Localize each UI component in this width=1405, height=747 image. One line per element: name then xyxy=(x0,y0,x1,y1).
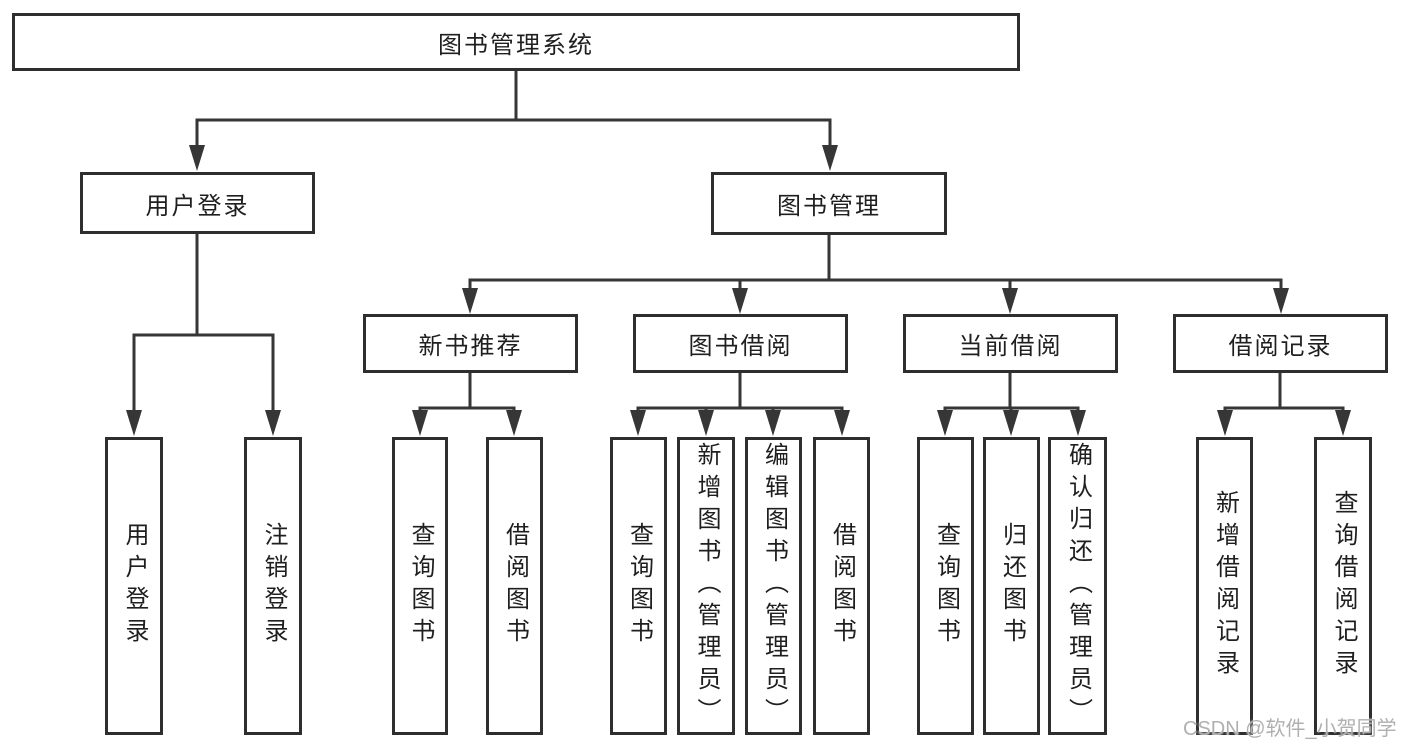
node-book-management-label: 图书管理 xyxy=(777,193,881,220)
leaf-br-query-borrow-record: 查询借阅记录 xyxy=(1314,437,1372,735)
leaf-cb-return-books: 归还图书 xyxy=(983,437,1040,735)
leaf-br-add-borrow-record-label: 新增借阅记录 xyxy=(1211,490,1239,682)
node-user-login-label: 用户登录 xyxy=(145,192,250,220)
leaf-cb-return-books-label: 归还图书 xyxy=(998,522,1026,650)
node-current-borrowing-label: 当前借阅 xyxy=(958,333,1063,360)
leaf-nb-borrow-books-label: 借阅图书 xyxy=(501,522,529,650)
node-borrowing-records: 借阅记录 xyxy=(1173,314,1388,373)
leaf-bb-query-books-label: 查询图书 xyxy=(625,522,653,650)
node-book-borrowing: 图书借阅 xyxy=(633,314,848,373)
leaf-cb-query-books-label: 查询图书 xyxy=(932,522,960,650)
leaf-nb-borrow-books: 借阅图书 xyxy=(486,437,543,735)
node-new-book-recommendation-label: 新书推荐 xyxy=(418,333,523,360)
node-book-management: 图书管理 xyxy=(711,172,947,235)
leaf-logout: 注销登录 xyxy=(244,437,302,735)
leaf-bb-query-books: 查询图书 xyxy=(610,437,667,735)
node-current-borrowing: 当前借阅 xyxy=(903,314,1118,373)
leaf-br-query-borrow-record-label: 查询借阅记录 xyxy=(1330,490,1357,682)
node-book-borrowing-label: 图书借阅 xyxy=(688,333,793,360)
leaf-user-login-label: 用户登录 xyxy=(121,522,148,650)
leaf-nb-query-books-label: 查询图书 xyxy=(407,522,434,650)
node-root-label: 图书管理系统 xyxy=(438,31,594,59)
node-root: 图书管理系统 xyxy=(12,13,1020,71)
leaf-bb-borrow-books-label: 借阅图书 xyxy=(828,522,856,650)
leaf-nb-query-books: 查询图书 xyxy=(392,437,448,735)
leaf-bb-add-book-admin: 新增图书（管理员） xyxy=(677,437,735,735)
leaf-logout-label: 注销登录 xyxy=(260,522,287,650)
leaf-cb-confirm-return-admin: 确认归还（管理员） xyxy=(1048,437,1107,735)
node-new-book-recommendation: 新书推荐 xyxy=(363,314,578,373)
leaf-user-login: 用户登录 xyxy=(105,437,163,735)
leaf-bb-add-book-admin-label: 新增图书（管理员） xyxy=(693,442,720,730)
leaf-cb-query-books: 查询图书 xyxy=(917,437,974,735)
node-user-login: 用户登录 xyxy=(80,172,315,234)
leaf-bb-edit-book-admin: 编辑图书（管理员） xyxy=(745,437,802,735)
leaf-bb-borrow-books: 借阅图书 xyxy=(813,437,870,735)
csdn-watermark: CSDN @软件_小贺同学 xyxy=(1183,718,1397,740)
leaf-bb-edit-book-admin-label: 编辑图书（管理员） xyxy=(760,442,788,730)
leaf-cb-confirm-return-admin-label: 确认归还（管理员） xyxy=(1064,442,1092,730)
leaf-br-add-borrow-record: 新增借阅记录 xyxy=(1196,437,1253,735)
node-borrowing-records-label: 借阅记录 xyxy=(1228,333,1333,360)
